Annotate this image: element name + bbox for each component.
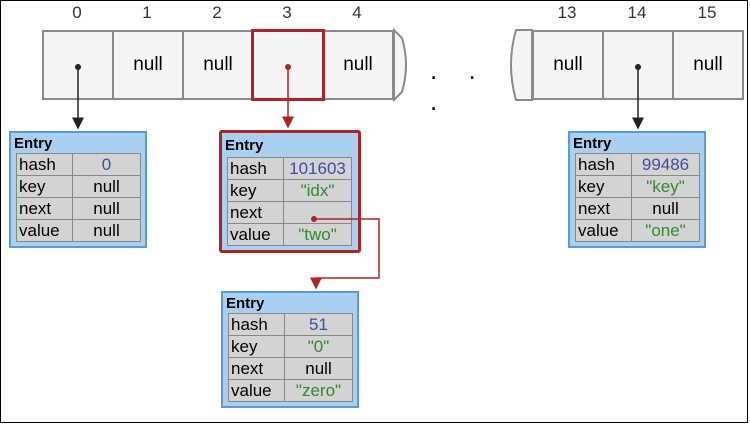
- array-cell-4: null: [322, 30, 394, 100]
- index-label: 15: [697, 3, 717, 22]
- field-label: hash: [16, 153, 73, 176]
- key-value: "0": [284, 335, 353, 358]
- key-value: "key": [631, 175, 700, 198]
- hash-value: 101603: [283, 157, 352, 180]
- field-label: key: [16, 175, 73, 198]
- field-label: hash: [228, 313, 285, 336]
- next-value: null: [631, 197, 700, 220]
- field-label: value: [575, 219, 632, 242]
- entry-title: Entry: [225, 137, 264, 154]
- hash-value: 99486: [631, 153, 700, 176]
- entry-title: Entry: [14, 135, 53, 152]
- field-label: hash: [227, 157, 284, 180]
- index-label: 4: [352, 3, 362, 22]
- field-label: next: [228, 357, 285, 380]
- key-value: "idx": [283, 179, 352, 202]
- index-label: 13: [557, 3, 577, 22]
- array-cell-1: null: [112, 30, 184, 100]
- field-label: key: [227, 179, 284, 202]
- ellipsis: . . .: [430, 55, 488, 116]
- index-label: 0: [72, 3, 82, 22]
- entry-title: Entry: [573, 135, 612, 152]
- hash-value: 51: [284, 313, 353, 336]
- value-value: "two": [283, 223, 352, 246]
- index-label: 1: [142, 3, 152, 22]
- index-label: 3: [282, 3, 292, 22]
- value-value: "one": [631, 219, 700, 242]
- field-label: hash: [575, 153, 632, 176]
- field-label: value: [16, 219, 73, 242]
- key-value: null: [72, 175, 141, 198]
- entry-title: Entry: [226, 295, 265, 312]
- array-break-left: [393, 27, 407, 103]
- field-label: next: [575, 197, 632, 220]
- array-cell-15: null: [672, 30, 744, 100]
- value-value: "zero": [284, 379, 353, 402]
- hash-value: 0: [72, 153, 141, 176]
- field-label: value: [228, 379, 285, 402]
- index-label: 14: [627, 3, 647, 22]
- next-value: null: [72, 197, 141, 220]
- next-pointer-arrow: [310, 218, 380, 290]
- field-label: next: [16, 197, 73, 220]
- index-label: 2: [212, 3, 222, 22]
- array-break-right: [510, 29, 533, 101]
- value-value: null: [72, 219, 141, 242]
- field-label: value: [227, 223, 284, 246]
